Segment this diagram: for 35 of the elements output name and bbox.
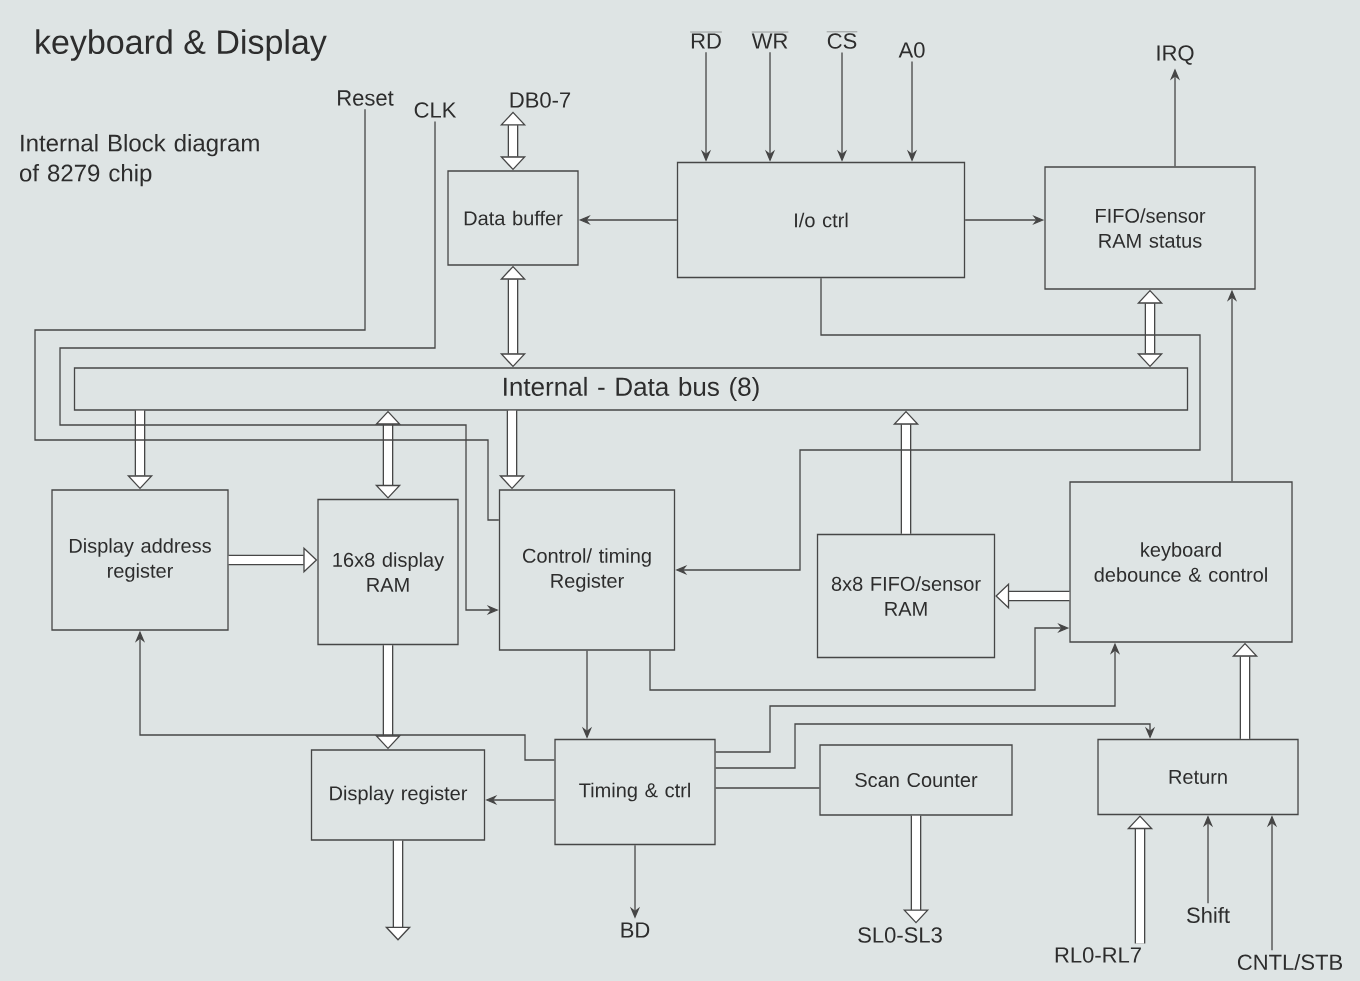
bus-arrow (499, 111, 527, 171)
connector-line (715, 787, 820, 789)
signal-label: SL0-SL3 (858, 927, 942, 943)
block-box: Return (1097, 738, 1299, 816)
bus-arrow (374, 410, 402, 499)
signal-label: CLK (414, 102, 457, 118)
signal-label: WR (751, 31, 789, 49)
block-box: Control/ timing Register (498, 489, 676, 651)
connector-line (34, 108, 500, 521)
signal-label: DB0-7 (510, 92, 571, 108)
block-box: 16x8 display RAM (317, 498, 459, 646)
block-box: Data buffer (447, 170, 579, 266)
signal-label: IRQ (1157, 45, 1194, 65)
signal-label: RD (689, 31, 723, 49)
block-box: 8x8 FIFO/sensor RAM (816, 533, 996, 659)
title: keyboard & Display (36, 29, 327, 61)
signal-label: Shift (1187, 906, 1230, 924)
note-text: Internal Block diagram of 8279 chip (20, 134, 259, 187)
signal-label: RL0-RL7 (1055, 947, 1141, 963)
signal-label: CS (826, 31, 858, 49)
signal-label: BD (621, 922, 650, 938)
block-box: keyboard debounce & control (1069, 481, 1293, 643)
block-box: Timing & ctrl (554, 738, 716, 846)
bus-arrow (499, 265, 527, 368)
signal-label: A0 (898, 42, 925, 58)
arrow (715, 723, 1156, 769)
signal-label: Reset (338, 90, 394, 106)
bus-arrow (1136, 289, 1164, 368)
block-box: Display address register (51, 489, 229, 631)
block-box: I/o ctrl (676, 161, 966, 279)
block-box: FIFO/sensor RAM status (1044, 166, 1256, 290)
data-bus-band: Internal - Data bus (8) (73, 367, 1189, 411)
block-box: Display register (310, 749, 486, 841)
signal-label: CNTL/STB (1237, 953, 1343, 971)
block-box: Scan Counter (819, 744, 1013, 816)
